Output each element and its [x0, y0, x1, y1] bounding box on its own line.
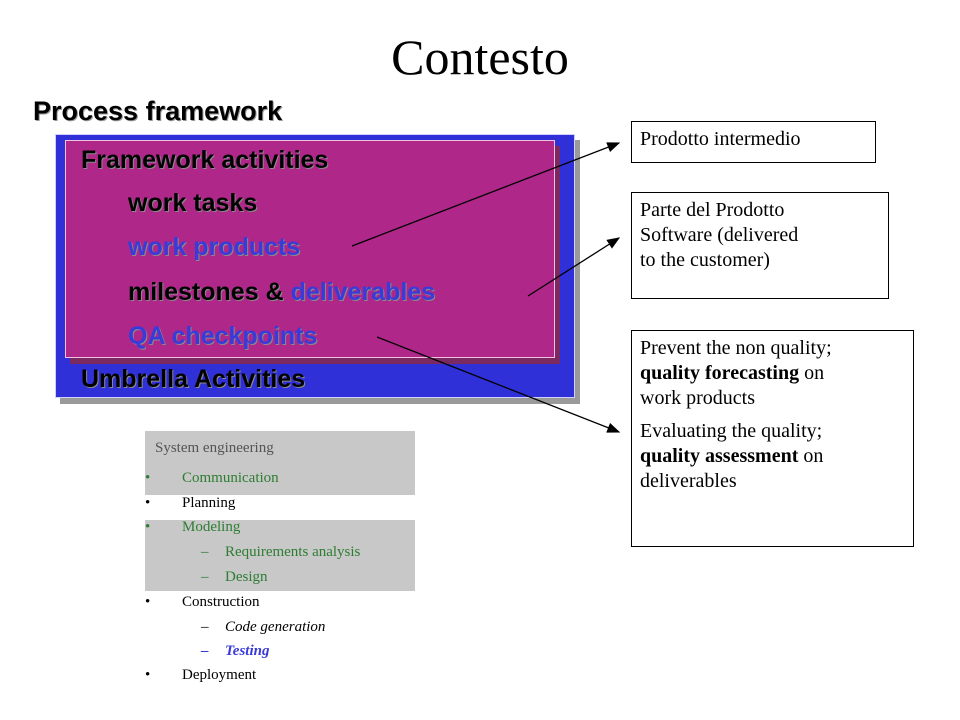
- callout-deliverables-line: deliverables: [640, 470, 737, 492]
- list-item-code-generation: Code generation: [225, 619, 326, 635]
- callout-delivered-line-1: Parte del Prodotto: [640, 199, 785, 221]
- dash-design: –: [201, 569, 209, 585]
- work-tasks-label: work tasks: [128, 189, 258, 217]
- callout-prevent-line: Prevent the non quality;: [640, 337, 832, 359]
- umbrella-activities-label: Umbrella Activities: [81, 365, 306, 393]
- callout-quality: Prevent the non quality; quality forecas…: [631, 330, 914, 547]
- bullet-communication: •: [145, 470, 151, 486]
- callout-work-products-line: work products: [640, 387, 755, 409]
- section-subtitle: Process framework: [33, 96, 283, 126]
- list-item-design: Design: [225, 569, 268, 585]
- list-item-planning: Planning: [182, 495, 236, 511]
- quality-forecasting-bold: quality forecasting: [640, 362, 800, 384]
- assessment-rest: on: [798, 445, 824, 467]
- callout-evaluating-line: Evaluating the quality;: [640, 420, 823, 442]
- list-item-modeling: Modeling: [182, 519, 241, 535]
- callout-delivered-line-2: Software (delivered: [640, 224, 799, 246]
- bullet-construction: •: [145, 594, 151, 610]
- quality-assessment-bold: quality assessment: [640, 445, 799, 467]
- list-item-testing: Testing: [225, 643, 270, 659]
- callout-delivered-part: Parte del Prodotto Software (delivered t…: [631, 192, 889, 299]
- milestones-text: milestones &: [128, 278, 291, 306]
- band-system-engineering: [145, 431, 415, 495]
- list-item-construction: Construction: [182, 594, 260, 610]
- list-item-communication: Communication: [182, 470, 279, 486]
- dash-testing: –: [201, 643, 209, 659]
- bullet-deployment: •: [145, 667, 151, 683]
- framework-activities-label: Framework activities: [81, 146, 329, 174]
- list-header: System engineering: [155, 440, 274, 456]
- callout-intermediate-text: Prodotto intermedio: [640, 128, 801, 150]
- dash-requirements: –: [201, 544, 209, 560]
- callout-intermediate-product: Prodotto intermedio: [631, 121, 876, 163]
- list-item-requirements: Requirements analysis: [225, 544, 361, 560]
- bullet-planning: •: [145, 495, 151, 511]
- slide-title: Contesto: [391, 29, 569, 85]
- callout-assessment-line: quality assessment on: [640, 444, 905, 469]
- dash-code-generation: –: [201, 619, 209, 635]
- work-products-label: work products: [128, 233, 301, 261]
- milestones-deliverables-label: milestones & deliverables: [128, 278, 435, 307]
- bullet-modeling: •: [145, 519, 151, 535]
- list-item-deployment: Deployment: [182, 667, 257, 683]
- band-modeling: [145, 520, 415, 591]
- callout-delivered-line-3: to the customer): [640, 249, 770, 271]
- deliverables-text: deliverables: [290, 278, 436, 306]
- callout-forecasting-line: quality forecasting on: [640, 361, 905, 386]
- forecasting-rest: on: [799, 362, 825, 384]
- qa-checkpoints-label: QA checkpoints: [128, 322, 318, 350]
